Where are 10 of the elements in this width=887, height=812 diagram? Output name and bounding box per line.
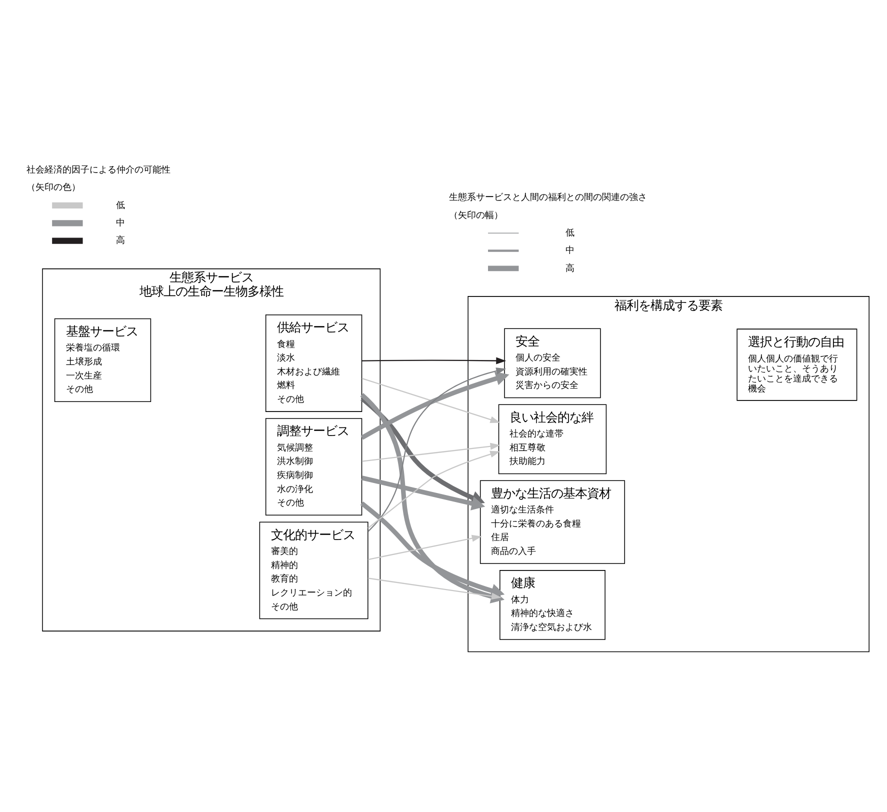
label: （矢印の幅） [448, 210, 503, 221]
legend-label: 高 [116, 235, 125, 246]
label: （矢印の色） [26, 182, 81, 194]
label: 生態系サービスと人間の福利との間の関連の強さ [448, 192, 647, 204]
legend-label: 低 [566, 228, 575, 238]
legend-label: 低 [116, 200, 125, 211]
legend-label: 高 [566, 262, 575, 274]
legend-label: 中 [116, 218, 125, 229]
legend-label: 中 [566, 245, 575, 256]
label: 社会経済的因子による仲介の可能性 [26, 164, 171, 176]
